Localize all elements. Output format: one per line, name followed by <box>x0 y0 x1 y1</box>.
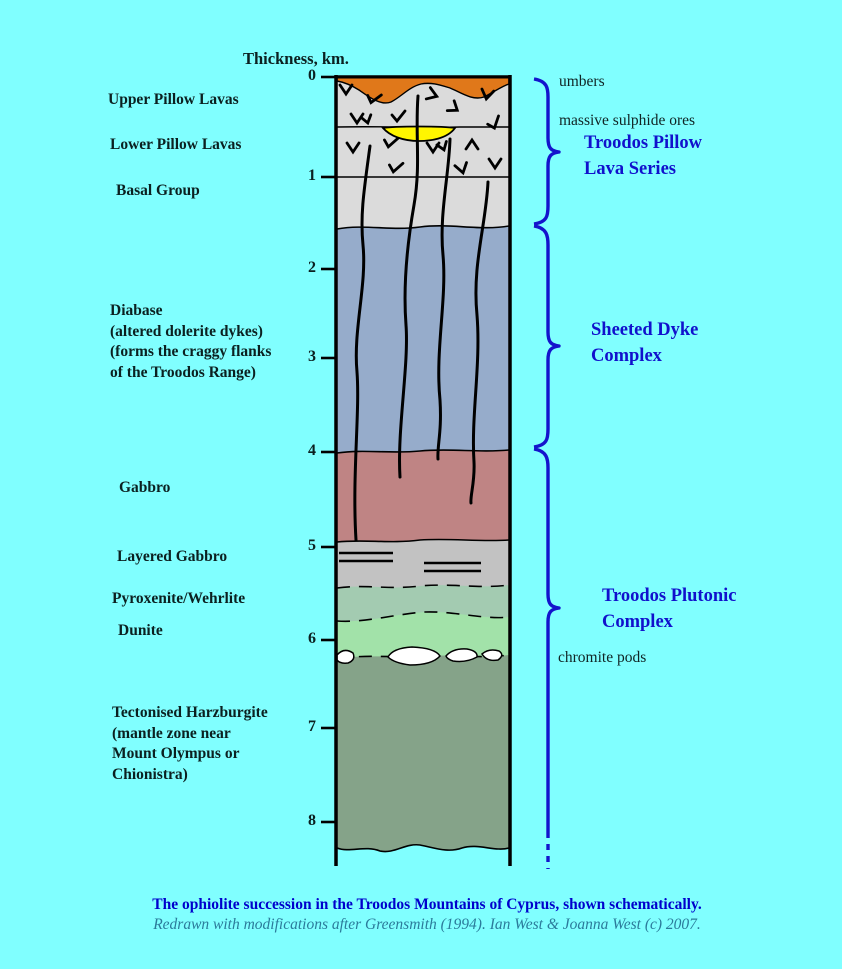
pillow-v-mark <box>486 114 500 131</box>
label-chromite-pods: chromite pods <box>558 649 647 666</box>
column-bottom-wavy-edge <box>336 844 510 853</box>
dyke-line <box>398 94 420 479</box>
brace-pillow-lava-series <box>533 77 561 226</box>
label-harzburgite-line3: Mount Olympus or <box>112 745 240 762</box>
pillow-v-marks-group <box>338 83 503 176</box>
dyke-line <box>353 144 372 542</box>
brace-sheeted-dyke-complex <box>533 224 561 449</box>
label-harzburgite-line4: Chionistra) <box>112 765 188 783</box>
dyke-lines-group <box>353 94 490 542</box>
brace-plutonic-complex <box>533 447 561 838</box>
pillow-v-mark <box>464 137 480 151</box>
chromite-pod <box>445 648 478 663</box>
scale-tick-marks <box>321 75 335 824</box>
label-massive-sulphide-ores: massive sulphide ores <box>559 112 696 129</box>
pillow-v-mark <box>338 83 354 97</box>
label-pillow-lava-series: Troodos Pillow Lava Series <box>584 131 702 182</box>
label-plutonic-complex-line2: Complex <box>602 611 673 632</box>
label-lower-pillow-lavas: Lower Pillow Lavas <box>110 136 242 153</box>
label-pillow-lava-series-line1: Troodos Pillow <box>584 133 703 153</box>
gabbro-layering-lines <box>339 551 481 573</box>
column-bottom-gap <box>337 844 509 890</box>
pillow-v-mark <box>366 93 383 105</box>
caption-credit: Redrawn with modifications after Greensm… <box>153 916 701 933</box>
pillow-v-mark <box>453 161 468 176</box>
label-upper-pillow-lavas: Upper Pillow Lavas <box>108 91 239 108</box>
label-diabase-line3: (forms the craggy flanks <box>110 343 272 360</box>
braces-group <box>533 77 561 869</box>
label-pillow-lava-series-line2: Lava Series <box>584 158 676 179</box>
label-dunite: Dunite <box>118 622 163 639</box>
label-harzburgite: Tectonised Harzburgite (mantle zone near… <box>112 703 268 785</box>
label-basal-group: Basal Group <box>116 182 200 199</box>
dyke-line <box>469 180 490 505</box>
dyke-line <box>436 137 452 461</box>
pillow-v-mark <box>487 157 503 171</box>
label-diabase: Diabase (altered dolerite dykes) (forms … <box>110 301 271 383</box>
tick-label-0: 0 <box>308 67 316 84</box>
column-border-group <box>334 75 512 866</box>
label-plutonic-complex-line1: Troodos Plutonic <box>602 586 737 606</box>
tick-label-2: 2 <box>308 259 316 276</box>
label-sheeted-dyke-complex-line2: Complex <box>591 345 662 366</box>
tick-label-3: 3 <box>308 348 316 365</box>
tick-label-5: 5 <box>308 537 316 554</box>
pillow-v-mark <box>345 141 361 155</box>
pillow-v-mark <box>445 99 460 113</box>
label-sheeted-dyke-complex-line1: Sheeted Dyke <box>591 320 699 340</box>
label-layered-gabbro: Layered Gabbro <box>117 548 228 565</box>
boundary-dunite-harzburgite <box>336 654 510 660</box>
label-pyroxenite-wehrlite: Pyroxenite/Wehrlite <box>112 590 246 607</box>
scale-heading: Thickness, km. <box>243 49 349 68</box>
label-harzburgite-line2: (mantle zone near <box>112 724 231 742</box>
pillow-v-mark <box>388 161 405 174</box>
label-plutonic-complex: Troodos Plutonic Complex <box>602 584 737 635</box>
chromite-pod <box>387 646 441 666</box>
pillow-v-mark <box>435 140 448 153</box>
boundary-gabbro-layered <box>336 538 510 543</box>
caption-title: The ophiolite succession in the Troodos … <box>152 896 702 913</box>
tick-label-6: 6 <box>308 630 316 647</box>
boundary-layered-pyroxenite <box>336 584 510 589</box>
tick-label-1: 1 <box>308 167 316 184</box>
label-gabbro: Gabbro <box>119 479 171 496</box>
tick-label-7: 7 <box>308 718 316 735</box>
boundary-sheeted-gabbro <box>336 449 510 454</box>
pillow-v-mark <box>480 87 496 102</box>
layer-harzburgite <box>337 655 509 890</box>
chromite-pods-group <box>336 646 503 666</box>
chromite-pod <box>336 649 355 664</box>
tick-label-4: 4 <box>308 442 316 459</box>
pillow-v-mark <box>390 109 407 124</box>
chromite-pod <box>481 649 503 662</box>
label-diabase-line4: of the Troodos Range) <box>110 363 256 381</box>
tick-label-8: 8 <box>308 812 316 829</box>
layer-pillow-lavas <box>337 76 509 238</box>
pillow-v-mark <box>359 113 373 126</box>
label-sheeted-dyke-complex: Sheeted Dyke Complex <box>591 318 698 369</box>
label-umbers: umbers <box>559 73 605 90</box>
label-diabase-line2: (altered dolerite dykes) <box>110 322 263 340</box>
label-diabase-line1: Diabase <box>110 302 163 319</box>
pillow-v-mark <box>383 136 400 149</box>
pillow-v-mark <box>424 86 440 101</box>
boundary-pyroxenite-dunite <box>336 611 510 623</box>
label-harzburgite-line1: Tectonised Harzburgite <box>112 704 268 721</box>
